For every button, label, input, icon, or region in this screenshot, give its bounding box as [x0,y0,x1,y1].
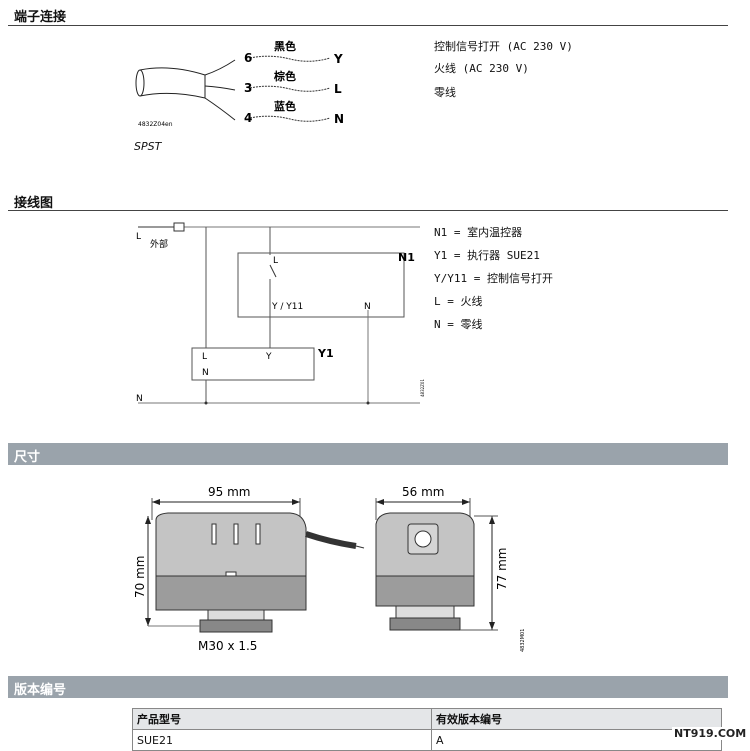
drawing-code: 4832Z01 [420,379,425,397]
dimension-label: 56 mm [402,485,444,499]
drawing-code: 4832Z04en [138,121,173,128]
section-bar-dimensions: 尺寸 [8,443,728,465]
legend-item: Y1 = 执行器 SUE21 [434,249,540,262]
wiring-diagram: L 外部 N N1 Y1 L Y / Y11 N L N Y 4832Z01 [136,222,425,405]
wiring-label: Y1 [317,347,334,360]
terminal-desc: 火线 (AC 230 V) [434,62,529,75]
wiring-title: 接线图 [14,196,54,211]
wire-color: 黑色 [274,39,296,53]
terminal-label: N [334,112,344,126]
wire-num: 6 [244,51,252,65]
column-header: 有效版本编号 [431,708,722,730]
legend-item: L = 火线 [434,295,483,308]
dimensions-title: 尺寸 [14,450,41,465]
wiring-label: Y [265,352,272,362]
table-row: SUE21 A [132,729,722,751]
wiring-label: N [202,368,209,378]
spst-caption: SPST [134,140,162,153]
dimension-label: M30 x 1.5 [198,639,257,653]
wiring-label: L [202,352,207,362]
divider [8,210,728,211]
wiring-label: Y / Y11 [271,302,303,312]
wiring-label: 外部 [150,238,168,250]
wire-color: 蓝色 [274,99,296,113]
terminals-title: 端子连接 [14,10,67,25]
wire-color: 棕色 [273,69,296,83]
table-cell: SUE21 [132,729,432,751]
drawing-code: 4832M01 [520,629,526,652]
terminal-desc: 控制信号打开 (AC 230 V) [434,40,573,53]
terminal-label: Y [333,52,343,66]
terminal-drawing: 6 3 4 黑色 棕色 蓝色 Y L N 4832Z04en [135,39,344,128]
table-header-row: 产品型号 有效版本编号 [132,708,722,730]
watermark: NT919.COM [672,727,749,740]
wire-num: 3 [244,81,252,95]
wiring-label: L [273,256,278,266]
legend-item: Y/Y11 = 控制信号打开 [434,272,553,285]
legend-item: N1 = 室内温控器 [434,226,523,239]
terminal-label: L [334,82,342,96]
versions-title: 版本编号 [14,683,67,698]
wiring-label: L [136,232,141,242]
version-table: 产品型号 有效版本编号 SUE21 A [132,708,722,751]
dimension-label: 70 mm [133,556,147,598]
wire-num: 4 [244,111,252,125]
terminal-desc: 零线 [434,86,456,99]
column-header: 产品型号 [132,708,432,730]
divider [8,25,728,26]
wiring-label: N [136,394,143,404]
dimension-label: 95 mm [208,485,250,499]
section-bar-versions: 版本编号 [8,676,728,698]
wiring-label: N1 [398,251,415,264]
wiring-label: N [364,302,371,312]
dimension-label: 77 mm [495,548,509,590]
dimension-drawing: 95 mm 70 mm M30 x 1.5 56 mm 77 mm 4832M0… [133,485,526,653]
legend-item: N = 零线 [434,318,483,331]
